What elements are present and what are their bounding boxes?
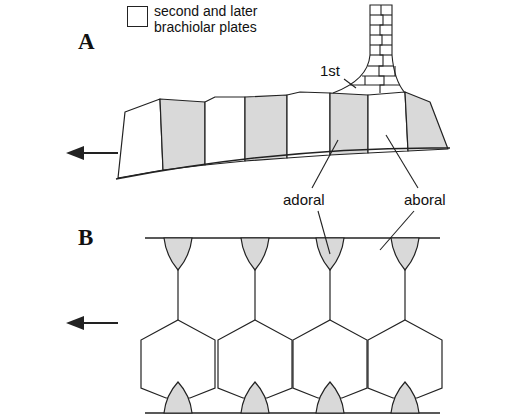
- panel-letter: B: [78, 226, 93, 250]
- legend-swatch: [127, 6, 148, 27]
- leader-lines: [312, 79, 418, 254]
- direction-arrows: [66, 146, 118, 330]
- plate-label: adoral: [283, 191, 325, 208]
- legend-text: second and later brachiolar plates: [154, 3, 284, 35]
- plate-row-a: [116, 92, 450, 179]
- brachiole: [333, 5, 405, 93]
- plate-label: aboral: [404, 191, 446, 208]
- plate-label: 1st: [320, 62, 340, 79]
- plate-net-b: [141, 238, 442, 413]
- panel-letter: A: [78, 30, 95, 54]
